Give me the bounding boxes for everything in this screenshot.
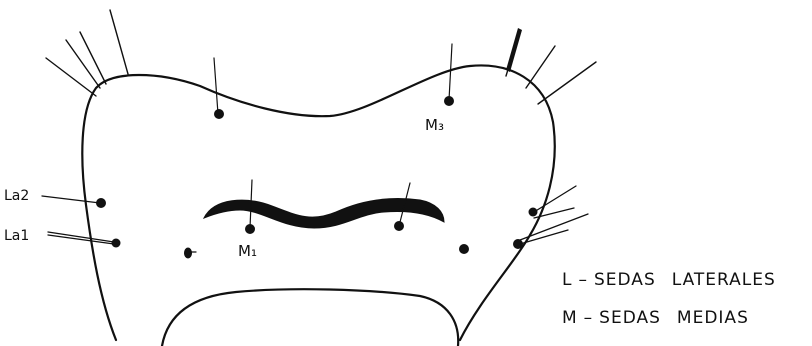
label-m1: M₁ [238,242,257,260]
legend-word-laterales: LATERALES [672,270,776,290]
socket-m-right-center [394,221,404,231]
legend-lateral: L–SEDAS LATERALES [562,270,776,290]
label-m3: M₃ [425,116,444,134]
socket-m1 [245,224,255,234]
seta-sockets [96,96,538,259]
legend-word-sedas: SEDAS [594,270,656,290]
legend-letter-m: M [562,308,578,328]
legend-dash: – [578,270,588,290]
socket-la1-right [513,239,523,249]
socket-lower-left [184,248,192,259]
socket-la2-right [529,208,538,217]
socket-la2-left [96,198,106,208]
legend-dash: – [584,308,594,328]
label-la2: La2 [4,188,29,204]
setae-upper-right [506,30,596,104]
legend-letter-l: L [562,270,572,290]
label-la1: La1 [4,228,29,244]
socket-la1-left [112,239,121,248]
central-ridge [204,199,444,229]
setae-upper-right-thick [506,28,522,72]
socket-m-left-top [214,109,224,119]
socket-lower-right [459,244,469,254]
socket-m3 [444,96,454,106]
plate-outline [82,65,554,340]
bottom-notch [162,289,458,346]
legend-word-sedas: SEDAS [599,308,661,328]
setae-upper-left [46,10,128,96]
legend-word-medias: MEDIAS [677,308,749,328]
legend-medial: M–SEDAS MEDIAS [562,308,749,328]
